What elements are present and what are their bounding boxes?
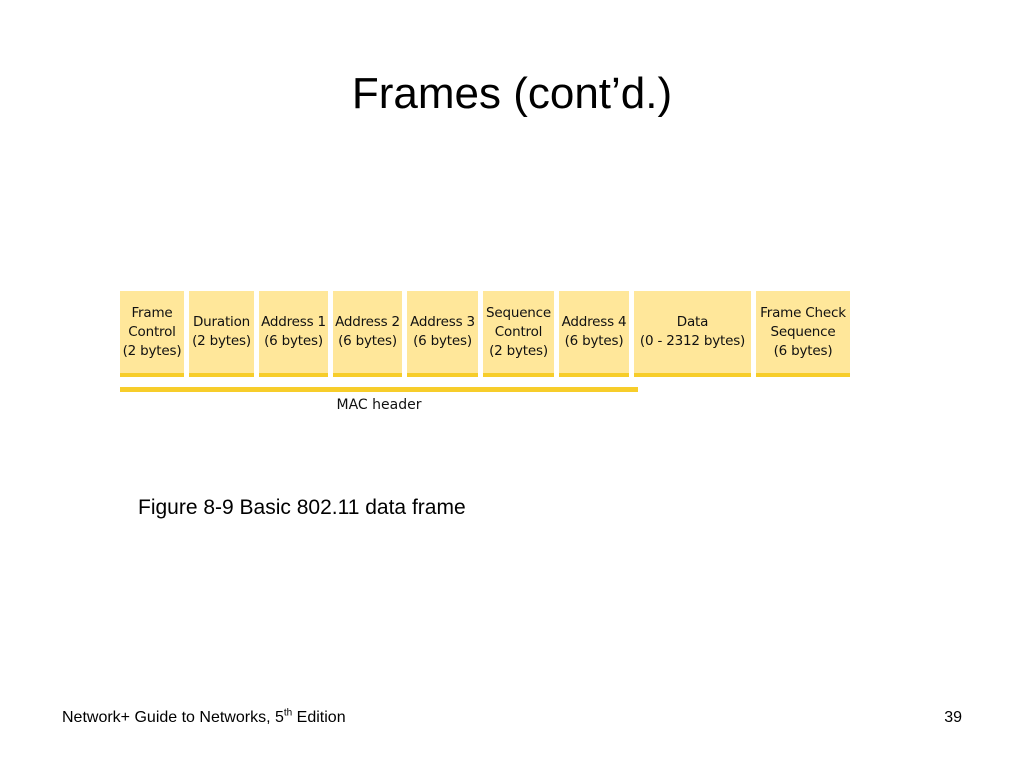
slide-title: Frames (cont’d.) (351, 69, 673, 118)
field-label: Frame Control (2 bytes) (122, 304, 182, 359)
field-label: Data (0 - 2312 bytes) (639, 314, 746, 349)
field-label: Address 2 (6 bytes) (335, 314, 400, 349)
frame-fields: Frame Control (2 bytes) Duration (2 byte… (120, 291, 850, 377)
footer-book-title: Network+ Guide to Networks, 5th Edition (62, 707, 346, 729)
mac-header-label: MAC header (336, 397, 422, 413)
field-data: Data (0 - 2312 bytes) (634, 291, 751, 377)
field-address-4: Address 4 (6 bytes) (559, 291, 629, 377)
mac-header-bracket (120, 387, 638, 392)
footer-book-prefix: Network+ Guide to Networks, 5 (62, 709, 284, 726)
field-address-2: Address 2 (6 bytes) (333, 291, 402, 377)
page-number: 39 (944, 709, 962, 726)
field-address-1: Address 1 (6 bytes) (259, 291, 328, 377)
field-duration: Duration (2 bytes) (189, 291, 254, 377)
footer-edition-superscript: th (283, 707, 293, 719)
figure-caption: Figure 8-9 Basic 802.11 data frame (138, 496, 466, 519)
field-frame-check-sequence: Frame Check Sequence (6 bytes) (756, 291, 850, 377)
field-address-3: Address 3 (6 bytes) (407, 291, 478, 377)
field-label: Sequence Control (2 bytes) (486, 304, 551, 359)
footer-edition-suffix: Edition (292, 709, 346, 726)
field-label: Address 3 (6 bytes) (410, 314, 475, 349)
field-label: Frame Check Sequence (6 bytes) (760, 304, 846, 359)
field-label: Address 4 (6 bytes) (561, 314, 627, 349)
field-label: Duration (2 bytes) (192, 314, 251, 349)
field-frame-control: Frame Control (2 bytes) (120, 291, 184, 377)
field-label: Address 1 (6 bytes) (261, 314, 326, 349)
frame-diagram: Frame Control (2 bytes) Duration (2 byte… (120, 291, 856, 421)
field-sequence-control: Sequence Control (2 bytes) (483, 291, 554, 377)
